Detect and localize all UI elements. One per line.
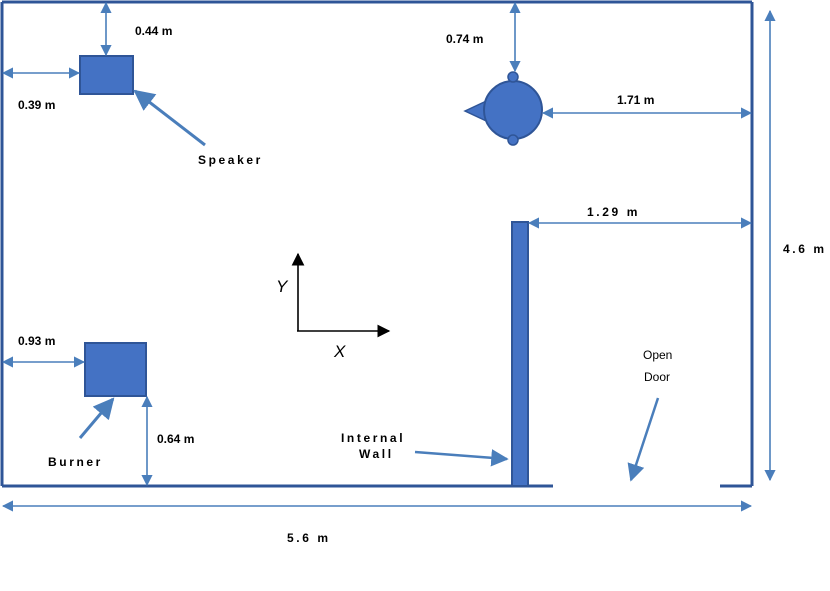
label-width: 5.6 m xyxy=(287,531,331,545)
door-pointer xyxy=(627,397,660,482)
speaker-pointer xyxy=(133,89,206,147)
wall-pointer xyxy=(414,449,509,467)
label-axis-y: Y xyxy=(276,277,289,296)
label-axis-x: X xyxy=(333,342,346,361)
label-open-door-line2: Door xyxy=(644,370,670,384)
label-listener-right: 1.71 m xyxy=(617,93,654,107)
room-walls xyxy=(0,0,754,488)
label-wall-gap: 1.29 m xyxy=(587,205,640,219)
label-internal-wall-line1: Internal xyxy=(341,431,405,445)
listener-ear-top xyxy=(507,71,519,83)
speaker-icon xyxy=(79,55,134,95)
label-listener-top: 0.74 m xyxy=(446,32,483,46)
label-open-door-line1: Open xyxy=(643,348,672,362)
burner-pointer xyxy=(78,397,115,439)
listener-icon xyxy=(463,71,543,146)
listener-head xyxy=(483,80,543,140)
internal-wall xyxy=(511,221,529,487)
label-speaker-top: 0.44 m xyxy=(135,24,172,38)
burner-icon xyxy=(84,342,147,397)
label-burner-left: 0.93 m xyxy=(18,334,55,348)
listener-ear-bottom xyxy=(507,134,519,146)
label-burner-bottom: 0.64 m xyxy=(157,432,194,446)
label-height: 4.6 m xyxy=(783,242,827,256)
label-burner: Burner xyxy=(48,455,103,469)
label-internal-wall-line2: Wall xyxy=(359,447,394,461)
label-speaker-left: 0.39 m xyxy=(18,98,55,112)
axes xyxy=(291,252,391,338)
label-speaker: Speaker xyxy=(198,153,263,167)
